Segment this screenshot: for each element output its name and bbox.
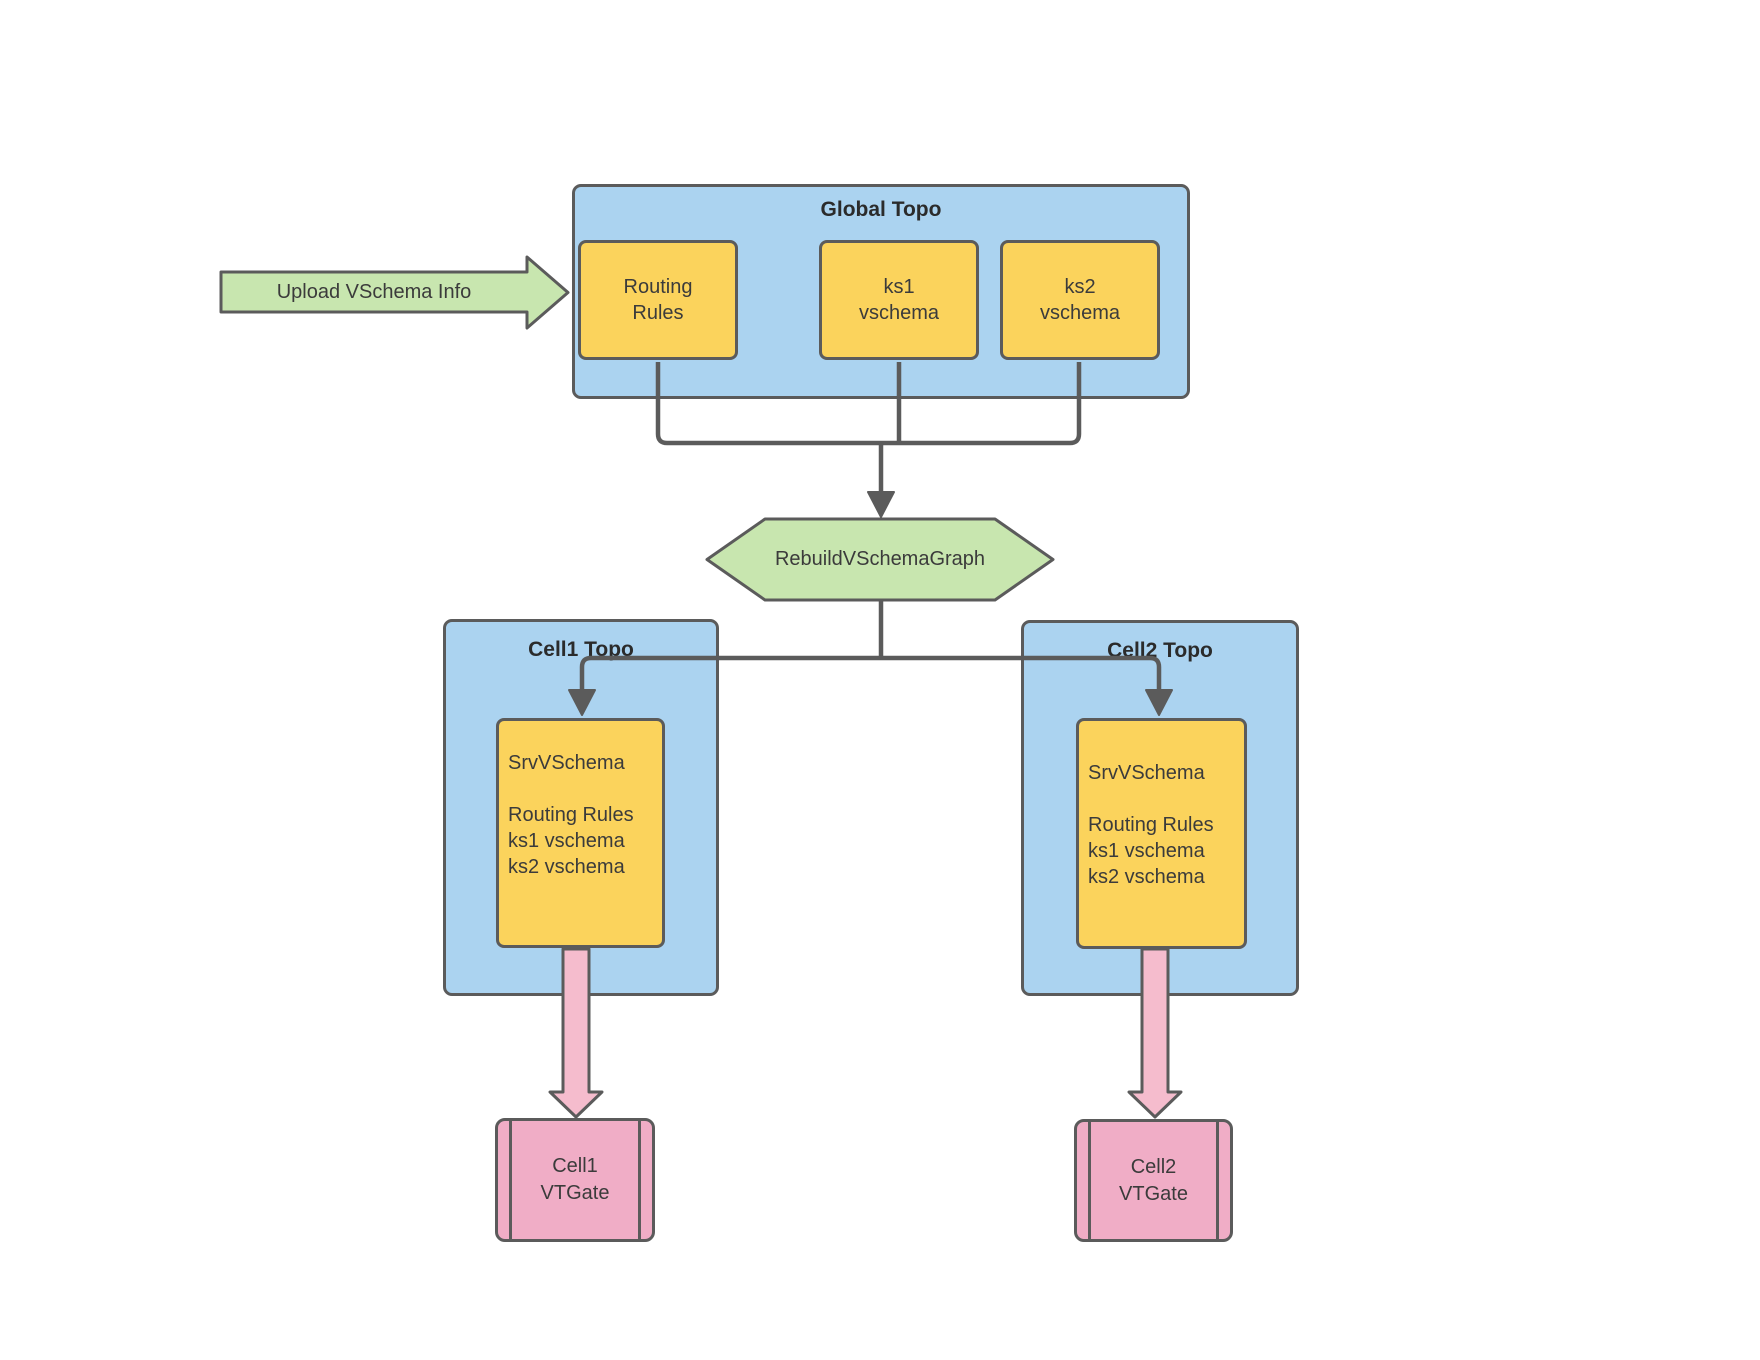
cell2-topo-title: Cell2 Topo (1107, 639, 1213, 662)
cell2-srvvschema-node: SrvVSchema Routing Rules ks1 vschema ks2… (1076, 718, 1247, 949)
rebuild-arrowhead-icon (867, 491, 895, 518)
cell2-vtgate-node: Cell2 VTGate (1074, 1119, 1233, 1242)
cell1-vtgate-node: Cell1 VTGate (495, 1118, 655, 1242)
ks1-vschema-node: ks1 vschema (819, 240, 979, 360)
rebuild-hexagon-label: RebuildVSchemaGraph (774, 548, 986, 570)
cell1-topo-title: Cell1 Topo (528, 638, 634, 661)
ks2-vschema-node: ks2 vschema (1000, 240, 1160, 360)
global-topo-title: Global Topo (820, 198, 942, 221)
upload-vschema-arrow-label: Upload VSchema Info (276, 280, 472, 303)
routing-rules-node: Routing Rules (578, 240, 738, 360)
cell1-srvvschema-node: SrvVSchema Routing Rules ks1 vschema ks2… (496, 718, 665, 948)
